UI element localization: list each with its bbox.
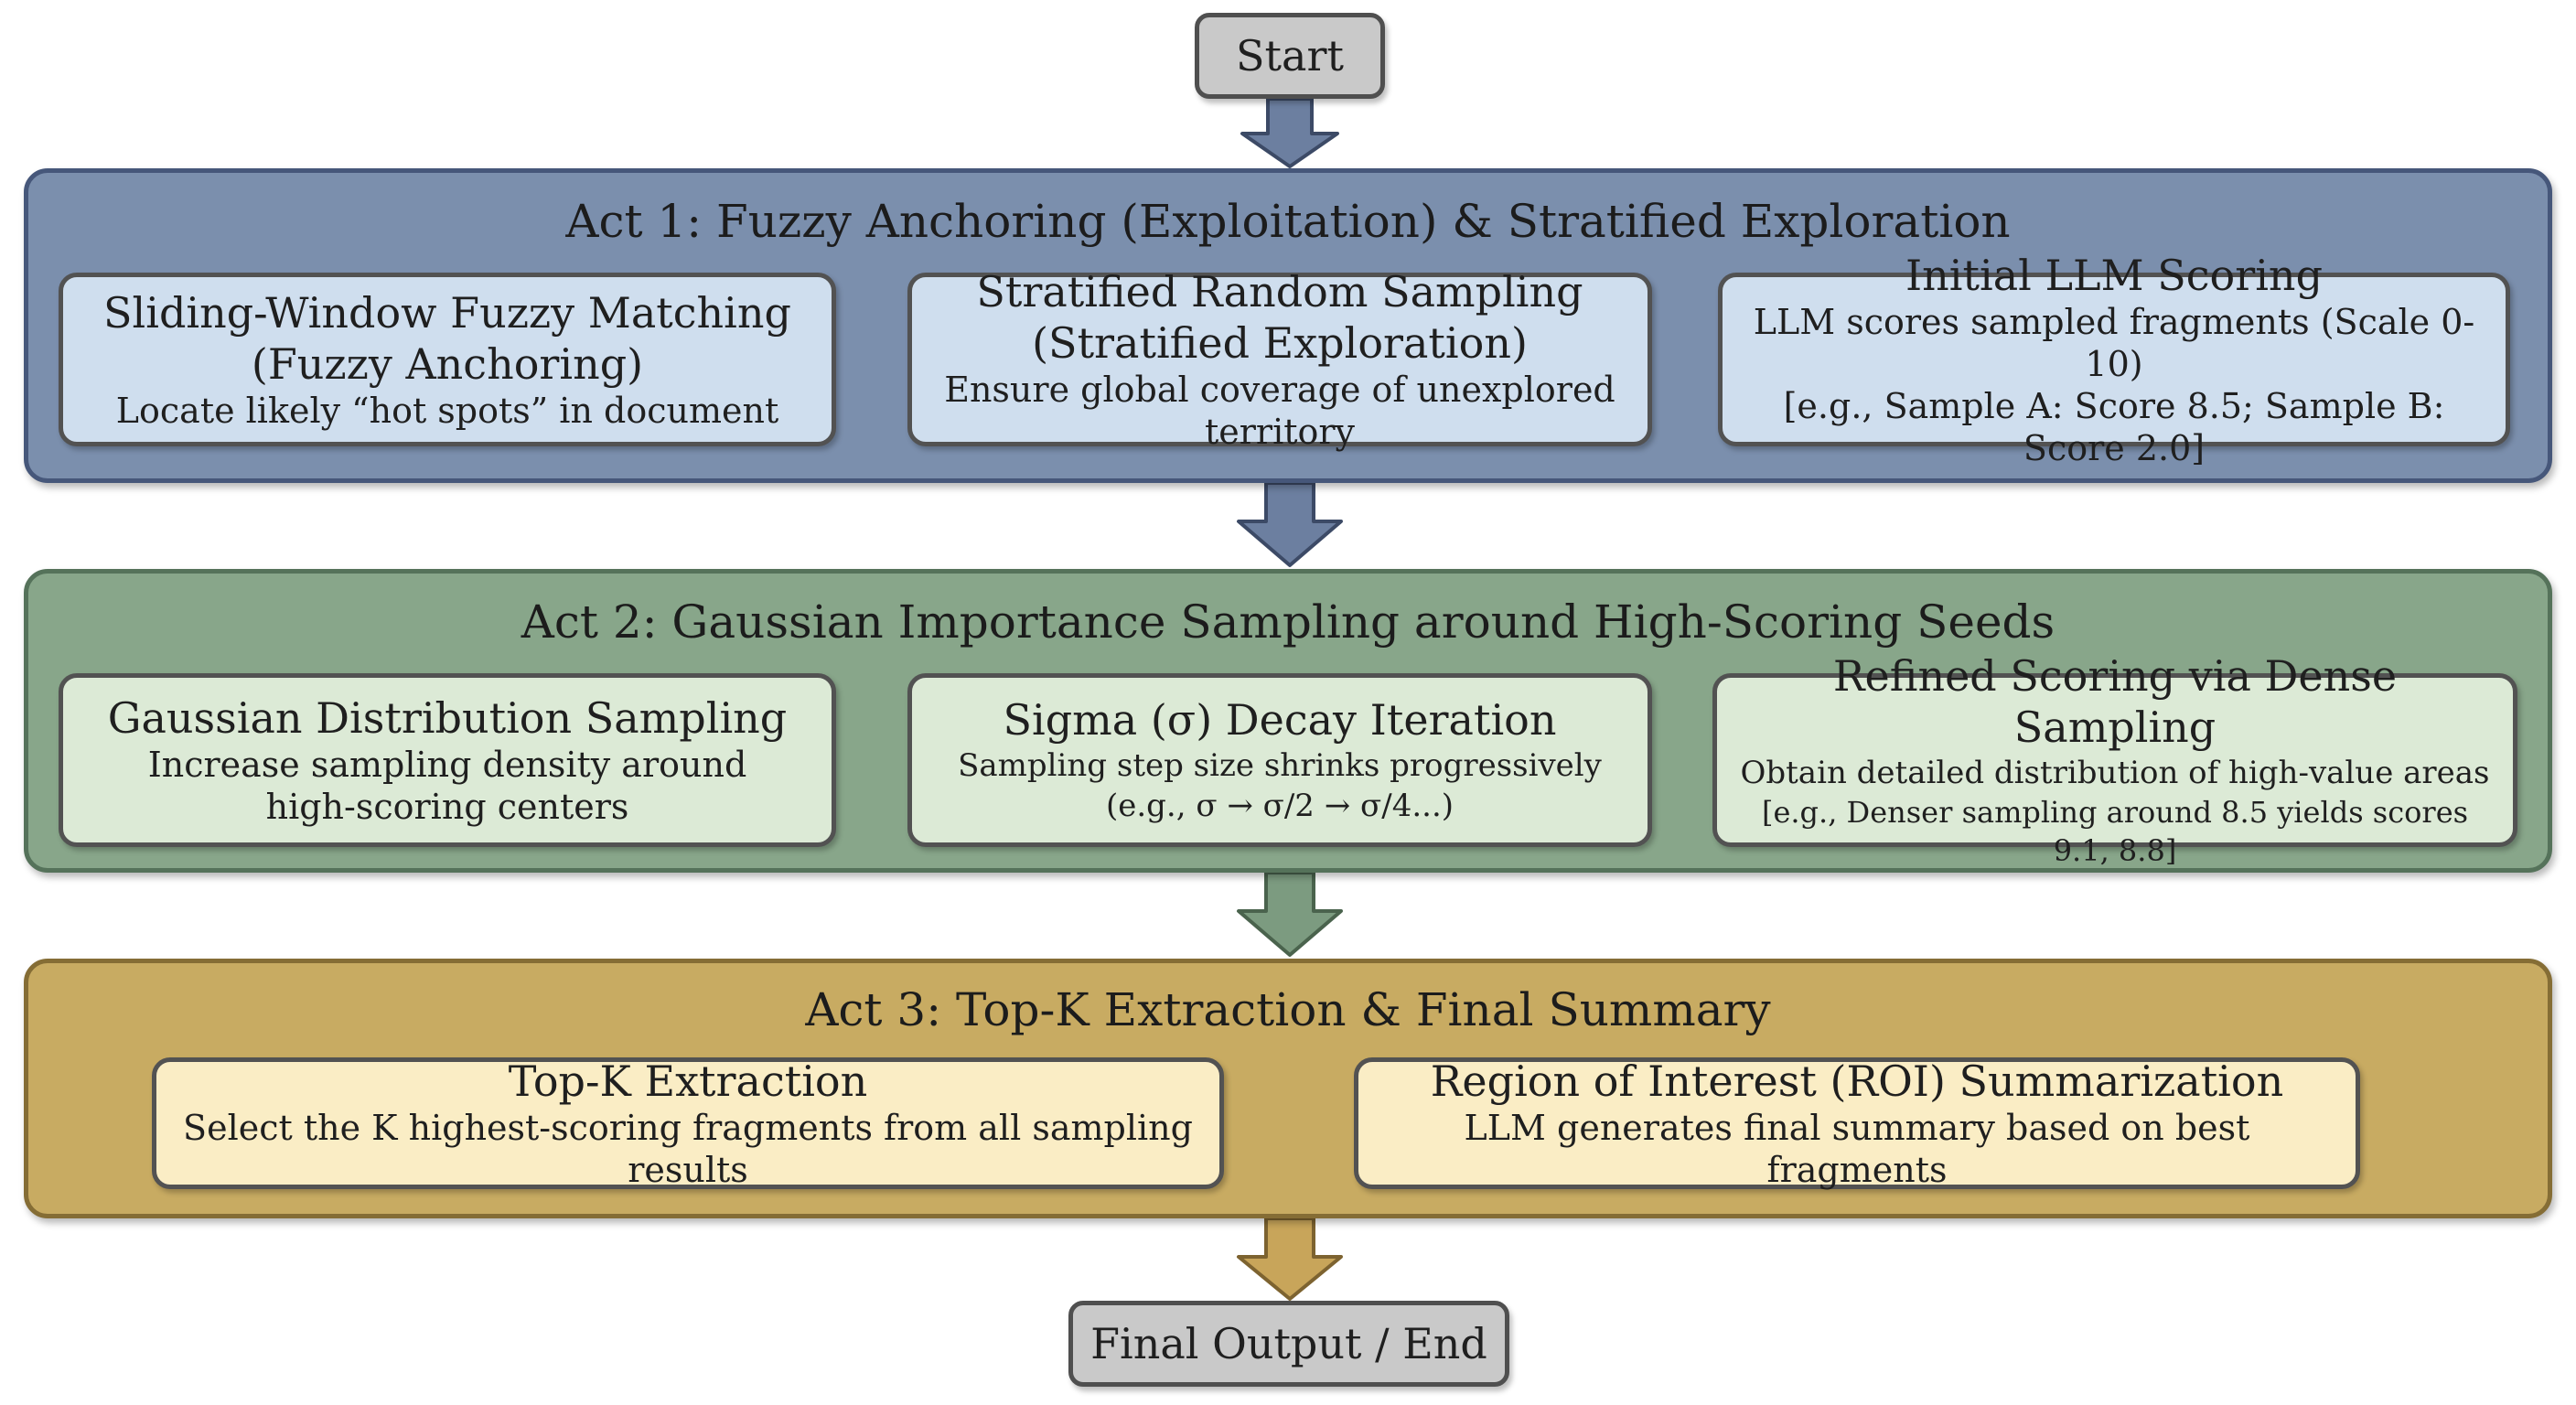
box-title: Top-K Extraction [508, 1056, 868, 1106]
flow-arrow-start-to-act1 [1240, 97, 1339, 168]
initial-llm-scoring-box: Initial LLM Scoring LLM scores sampled f… [1718, 251, 2510, 468]
box-description: Obtain detailed distribution of high-val… [1740, 755, 2490, 791]
act2-title: Act 2: Gaussian Importance Sampling arou… [521, 595, 2055, 649]
box-subtitle: (Fuzzy Anchoring) [251, 339, 644, 389]
gaussian-distribution-sampling-box: Gaussian Distribution Sampling Increase … [59, 673, 836, 847]
start-label: Start [1236, 31, 1344, 80]
box-description: Sampling step size shrinks progressively [958, 747, 1602, 784]
box-description-line2: (e.g., σ → σ/2 → σ/4...) [1105, 788, 1454, 824]
end-label: Final Output / End [1090, 1319, 1487, 1368]
box-description-line2: high-scoring centers [265, 787, 629, 827]
flow-arrow-act1-to-act2 [1237, 481, 1343, 567]
roi-summarization-box: Region of Interest (ROI) Summarization L… [1354, 1056, 2360, 1190]
box-subtitle: (Stratified Exploration) [1032, 318, 1528, 368]
box-description: LLM scores sampled fragments (Scale 0-10… [1753, 302, 2475, 384]
box-description: LLM generates final summary based on bes… [1464, 1108, 2250, 1190]
box-description: Increase sampling density around [147, 745, 747, 785]
sliding-window-fuzzy-matching-box: Sliding-Window Fuzzy Matching (Fuzzy Anc… [59, 273, 836, 446]
refined-scoring-box: Refined Scoring via Dense Sampling Obtai… [1712, 651, 2517, 868]
stratified-random-sampling-box: Stratified Random Sampling (Stratified E… [907, 267, 1652, 452]
box-title: Initial LLM Scoring [1905, 251, 2324, 300]
box-title: Stratified Random Sampling [976, 267, 1583, 316]
sigma-decay-iteration-box: Sigma (σ) Decay Iteration Sampling step … [907, 673, 1652, 847]
flow-arrow-act2-to-act3 [1237, 871, 1343, 957]
box-title: Region of Interest (ROI) Summarization [1430, 1056, 2284, 1106]
box-description: Ensure global coverage of unexplored ter… [944, 370, 1615, 452]
box-title: Sigma (σ) Decay Iteration [1003, 695, 1557, 745]
box-title: Refined Scoring via Dense Sampling [1832, 651, 2398, 752]
flow-arrow-act3-to-end [1237, 1217, 1343, 1301]
box-example: [e.g., Denser sampling around 8.5 yields… [1761, 795, 2469, 868]
act3-title: Act 3: Top-K Extraction & Final Summary [805, 983, 1771, 1036]
end-node: Final Output / End [1068, 1301, 1509, 1387]
box-description: Locate likely “hot spots” in document [115, 391, 779, 431]
top-k-extraction-box: Top-K Extraction Select the K highest-sc… [152, 1056, 1224, 1190]
act1-title: Act 1: Fuzzy Anchoring (Exploitation) & … [565, 195, 2011, 248]
box-title: Sliding-Window Fuzzy Matching [103, 288, 791, 338]
box-example: [e.g., Sample A: Score 8.5; Sample B: Sc… [1783, 386, 2445, 468]
box-title: Gaussian Distribution Sampling [107, 693, 788, 743]
box-description: Select the K highest-scoring fragments f… [183, 1108, 1193, 1190]
start-node: Start [1195, 13, 1385, 99]
